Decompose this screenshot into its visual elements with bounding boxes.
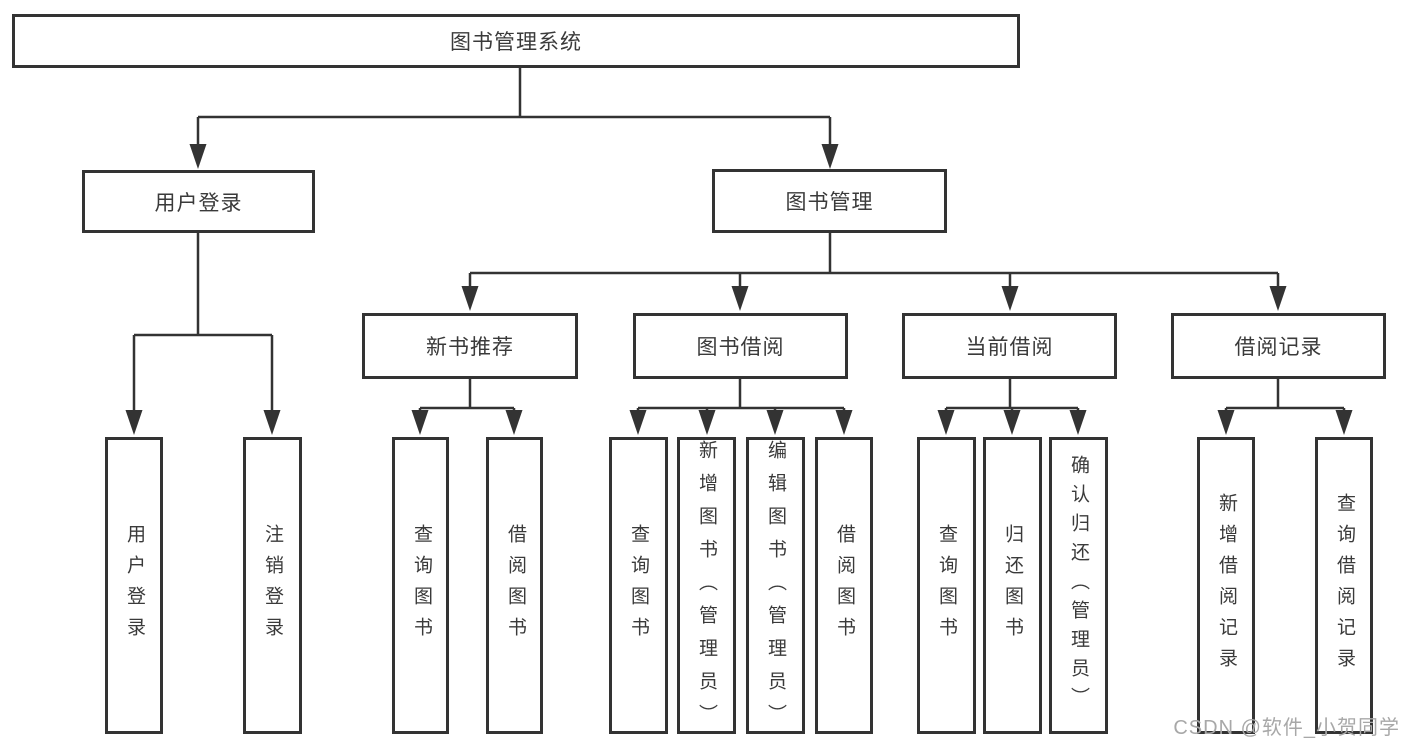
arrowhead <box>1003 410 1021 435</box>
arrowhead <box>1001 286 1019 311</box>
leaf-query-books-recommend: 查询图书 <box>392 437 449 734</box>
leaf-query-books-borrow: 查询图书 <box>609 437 668 734</box>
node-book-borrow: 图书借阅 <box>633 313 848 379</box>
arrowhead <box>411 410 429 435</box>
arrowhead <box>1217 410 1235 435</box>
arrowhead <box>461 286 479 311</box>
arrowhead <box>125 410 143 435</box>
arrowhead <box>937 410 955 435</box>
arrowhead <box>698 410 716 435</box>
node-book-management: 图书管理 <box>712 169 947 233</box>
node-root: 图书管理系统 <box>12 14 1020 68</box>
leaf-user-login: 用户登录 <box>105 437 163 734</box>
node-current-borrow: 当前借阅 <box>902 313 1117 379</box>
arrowhead <box>1269 286 1287 311</box>
leaf-return-books: 归还图书 <box>983 437 1042 734</box>
connector-lines <box>132 68 1346 412</box>
arrowheads <box>125 144 1353 435</box>
leaf-borrow-books-recommend: 借阅图书 <box>486 437 543 734</box>
watermark: CSDN @软件_小贺同学 <box>1173 717 1400 739</box>
arrowhead <box>189 144 207 169</box>
leaf-confirm-return-admin: 确认归还（管理员） <box>1049 437 1108 734</box>
node-user-login: 用户登录 <box>82 170 315 233</box>
leaf-add-borrow-record: 新增借阅记录 <box>1197 437 1255 734</box>
arrowhead <box>505 410 523 435</box>
leaf-query-books-current: 查询图书 <box>917 437 976 734</box>
leaf-edit-book-admin: 编辑图书（管理员） <box>746 437 805 737</box>
leaf-query-borrow-record: 查询借阅记录 <box>1315 437 1373 734</box>
arrowhead <box>629 410 647 435</box>
leaf-borrow-books: 借阅图书 <box>815 437 873 734</box>
node-new-book-recommend: 新书推荐 <box>362 313 578 379</box>
leaf-logout: 注销登录 <box>243 437 302 734</box>
arrowhead <box>263 410 281 435</box>
arrowhead <box>731 286 749 311</box>
arrowhead <box>835 410 853 435</box>
arrowhead <box>821 144 839 169</box>
node-borrow-records: 借阅记录 <box>1171 313 1386 379</box>
arrowhead <box>1069 410 1087 435</box>
leaf-add-book-admin: 新增图书（管理员） <box>677 437 736 737</box>
arrowhead <box>766 410 784 435</box>
arrowhead <box>1335 410 1353 435</box>
